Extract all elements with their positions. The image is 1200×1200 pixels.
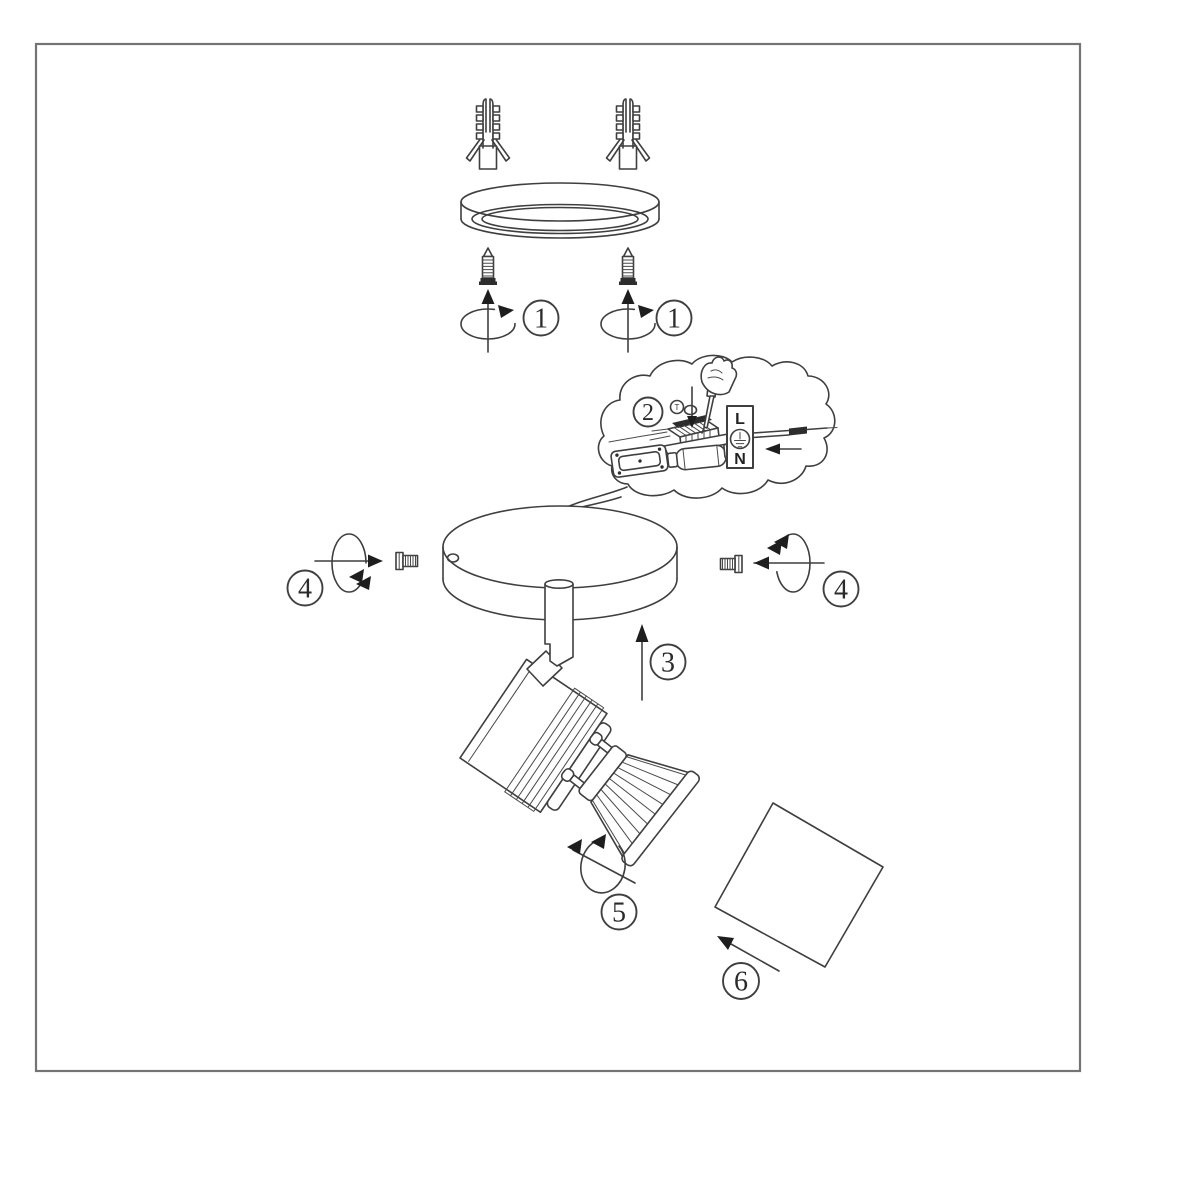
lift-arrow-step3 xyxy=(635,624,649,701)
canopy-screw-hole xyxy=(446,553,460,563)
cable-clamp-plate xyxy=(610,444,669,478)
set-screw-right xyxy=(719,554,743,574)
screw-in-arrow-right xyxy=(600,288,656,353)
screw-symbol-badge: T xyxy=(669,399,685,415)
glass-insert-arrow xyxy=(717,936,780,972)
terminal-strip: L N xyxy=(726,405,754,469)
step-label-4a: 4 xyxy=(286,569,324,607)
wiring-callout-cloud: T 2 L N xyxy=(597,354,838,499)
step-1-text: 1 xyxy=(667,304,681,335)
supply-wire xyxy=(752,426,838,439)
set-screw-left xyxy=(395,551,419,571)
step-label-4b: 4 xyxy=(822,570,860,608)
step-5-text: 5 xyxy=(612,898,626,929)
step-6-text: 6 xyxy=(734,967,748,998)
screw-rotation-arrow xyxy=(683,386,698,428)
heat-sink-fins xyxy=(504,687,605,812)
wire-insert-arrow xyxy=(765,443,802,455)
hand-icon xyxy=(700,356,738,396)
step-label-1a: 1 xyxy=(522,299,560,337)
step-4-text: 4 xyxy=(834,575,848,606)
step-label-5: 5 xyxy=(600,893,638,931)
screw-in-arrow-left xyxy=(460,288,516,353)
mounting-screw-right xyxy=(618,247,638,286)
rotate-arrow-right xyxy=(753,533,825,593)
rotate-arrow-left xyxy=(314,533,383,593)
mounting-screw-left xyxy=(478,247,498,286)
step-2-text: 2 xyxy=(642,400,654,426)
mounting-ring xyxy=(460,182,660,239)
live-label: L xyxy=(735,411,745,428)
hand-with-screwdriver xyxy=(700,356,738,434)
step-4-text: 4 xyxy=(298,574,312,605)
gu10-bulb xyxy=(560,731,701,867)
step-label-1b: 1 xyxy=(655,299,693,337)
wall-plug-left xyxy=(465,98,511,170)
cable-left xyxy=(608,428,671,443)
step-3-text: 3 xyxy=(661,648,675,679)
sheet-border xyxy=(34,42,1082,1073)
stem xyxy=(544,578,574,667)
bulb-rotate-arrow xyxy=(567,834,636,894)
screwdriver-shaft xyxy=(703,395,715,429)
glass-cover xyxy=(714,802,884,968)
step-label-6: 6 xyxy=(722,962,760,1000)
screw-symbol-text: T xyxy=(675,403,680,412)
step-label-3: 3 xyxy=(649,643,687,681)
reflector-ribs xyxy=(592,756,688,855)
step-1-text: 1 xyxy=(534,304,548,335)
earth-symbol-icon xyxy=(729,428,751,450)
neutral-label: N xyxy=(734,451,746,468)
wall-plug-right xyxy=(605,98,651,170)
step-label-2: 2 xyxy=(632,396,664,428)
